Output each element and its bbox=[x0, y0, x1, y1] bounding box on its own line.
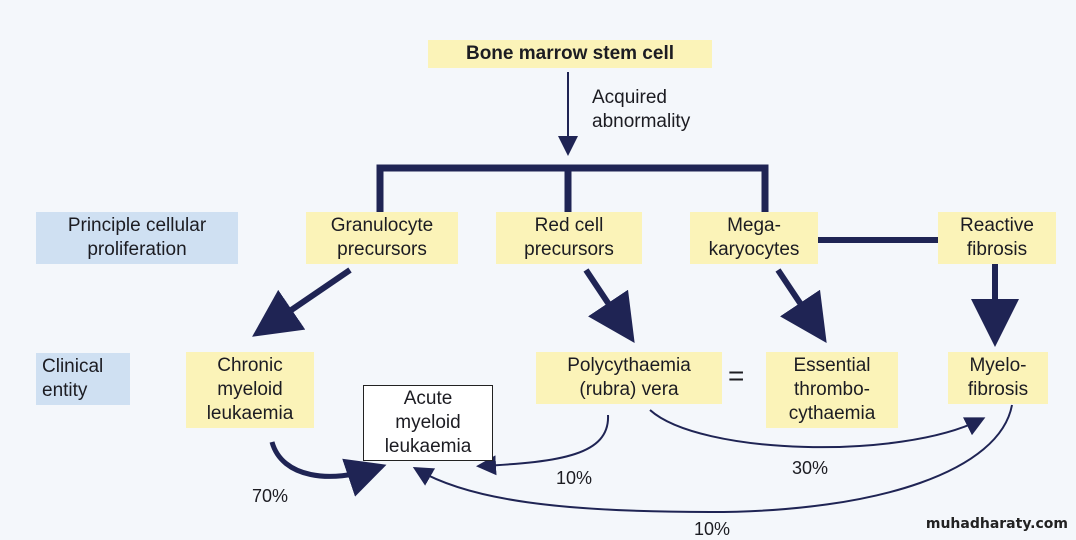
bracket bbox=[376, 164, 769, 212]
myelofibrosis-box: Myelo- fibrosis bbox=[948, 352, 1048, 404]
aml-box: Acute myeloid leukaemia bbox=[363, 385, 493, 461]
red-cell-precursors-box: Red cell precursors bbox=[496, 212, 642, 264]
stem-cell-box: Bone marrow stem cell bbox=[428, 40, 712, 68]
granulocyte-to-cml-arrow bbox=[252, 267, 352, 337]
essential-thrombocythaemia-box: Essential thrombo- cythaemia bbox=[766, 352, 898, 428]
polycythaemia-vera-box: Polycythaemia (rubra) vera bbox=[536, 352, 722, 404]
granulocyte-precursors-box: Granulocyte precursors bbox=[306, 212, 458, 264]
mf-to-aml-percent: 10% bbox=[694, 519, 731, 539]
megakaryocytes-box: Mega- karyocytes bbox=[690, 212, 818, 264]
row-label-proliferation: Principle cellular proliferation bbox=[36, 212, 238, 264]
equals-sign: = bbox=[728, 360, 745, 391]
watermark: muhadharaty.com bbox=[925, 516, 1068, 532]
row-label-clinical: Clinical entity bbox=[36, 353, 130, 405]
redcell-to-pv-arrow bbox=[583, 268, 635, 343]
stem-cell-label: Bone marrow stem cell bbox=[465, 43, 675, 64]
pv-to-aml-curve bbox=[476, 414, 610, 476]
cml-to-aml-percent: 70% bbox=[252, 486, 289, 506]
mega-to-et-arrow bbox=[775, 268, 827, 343]
acquired-abnormality-label: Acquired abnormality bbox=[592, 87, 691, 132]
cml-to-aml-curve bbox=[269, 441, 387, 497]
cml-box: Chronic myeloid leukaemia bbox=[186, 352, 314, 428]
mf-to-aml-curve bbox=[412, 404, 1013, 514]
reactive-fibrosis-box: Reactive fibrosis bbox=[938, 212, 1056, 264]
pv-to-mf-curve bbox=[649, 409, 986, 449]
pv-to-aml-percent: 10% bbox=[556, 468, 593, 488]
pv-to-mf-percent: 30% bbox=[792, 458, 829, 478]
